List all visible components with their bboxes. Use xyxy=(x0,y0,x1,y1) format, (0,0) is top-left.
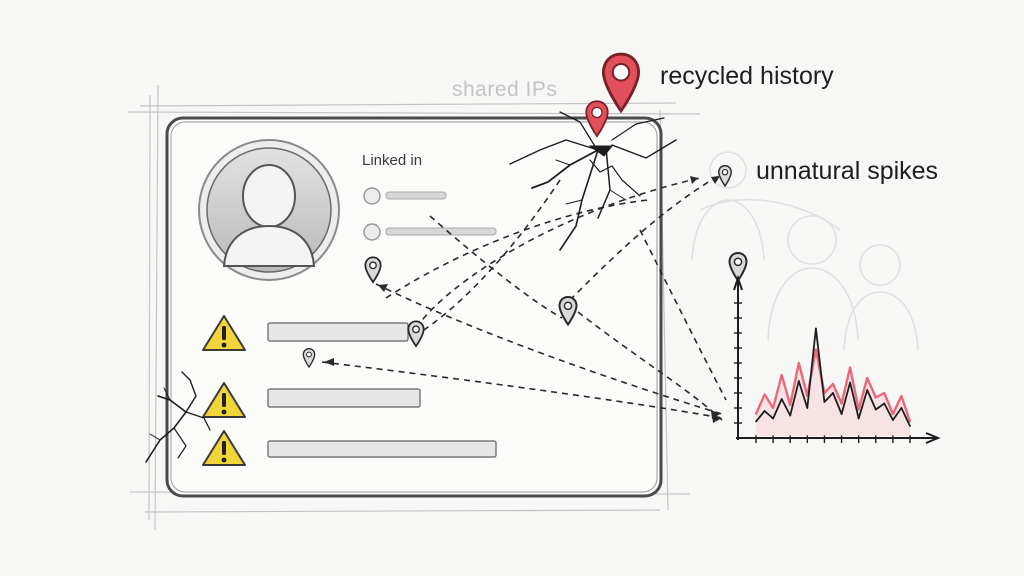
series-point xyxy=(909,425,911,427)
chart-axes xyxy=(733,274,941,444)
spike-chart xyxy=(733,274,941,444)
series-point xyxy=(780,374,783,376)
unnatural-spikes-label: unnatural spikes xyxy=(756,157,939,185)
recycled-history-pin-icon xyxy=(601,52,641,113)
series-point xyxy=(900,407,903,409)
series-point xyxy=(832,392,834,394)
series-point xyxy=(763,393,766,396)
series-point xyxy=(789,404,792,406)
ghost-person-figures xyxy=(691,151,919,351)
crack-icon xyxy=(145,371,211,463)
series-point xyxy=(797,380,800,382)
series-point xyxy=(874,396,877,399)
avatar xyxy=(198,139,340,281)
series-point xyxy=(797,362,800,364)
series-point xyxy=(755,420,757,423)
series-point xyxy=(806,407,809,409)
chart-series xyxy=(754,327,912,436)
series-point xyxy=(909,420,911,423)
series-point xyxy=(755,413,757,415)
series-point xyxy=(814,327,817,330)
series-point xyxy=(849,381,852,384)
series-point xyxy=(883,392,886,394)
series-point xyxy=(780,398,783,400)
series-point xyxy=(857,408,860,411)
series-point xyxy=(900,395,903,397)
series-point xyxy=(883,402,886,405)
location-pin-icon xyxy=(717,165,733,187)
series-point xyxy=(849,366,852,369)
y-axis-arrow xyxy=(733,274,743,291)
series-point xyxy=(866,389,869,391)
profile-detail-rows xyxy=(267,187,497,458)
series-point xyxy=(823,401,826,403)
series-point xyxy=(874,408,877,411)
recycled-history-label: recycled history xyxy=(660,62,834,90)
dashed-connections xyxy=(321,174,727,421)
series-point xyxy=(891,413,894,415)
series-point xyxy=(789,414,792,417)
shared-ips-label: shared IPs xyxy=(452,78,558,101)
series-point xyxy=(832,383,834,385)
series-point xyxy=(840,413,843,415)
series-point xyxy=(814,348,817,351)
chart-ticks xyxy=(734,302,911,443)
series-point xyxy=(763,410,766,412)
arrow-heads xyxy=(324,176,722,423)
series-point xyxy=(866,377,869,379)
series-point xyxy=(857,417,860,420)
crack-icon xyxy=(509,111,677,251)
series-point xyxy=(891,419,894,421)
series-point xyxy=(772,407,775,409)
series-point xyxy=(772,417,775,420)
series-point xyxy=(840,402,843,405)
profile-source-label: Linked in xyxy=(362,152,423,169)
x-axis-arrow xyxy=(925,432,941,444)
person-silhouette-icon xyxy=(222,164,316,267)
